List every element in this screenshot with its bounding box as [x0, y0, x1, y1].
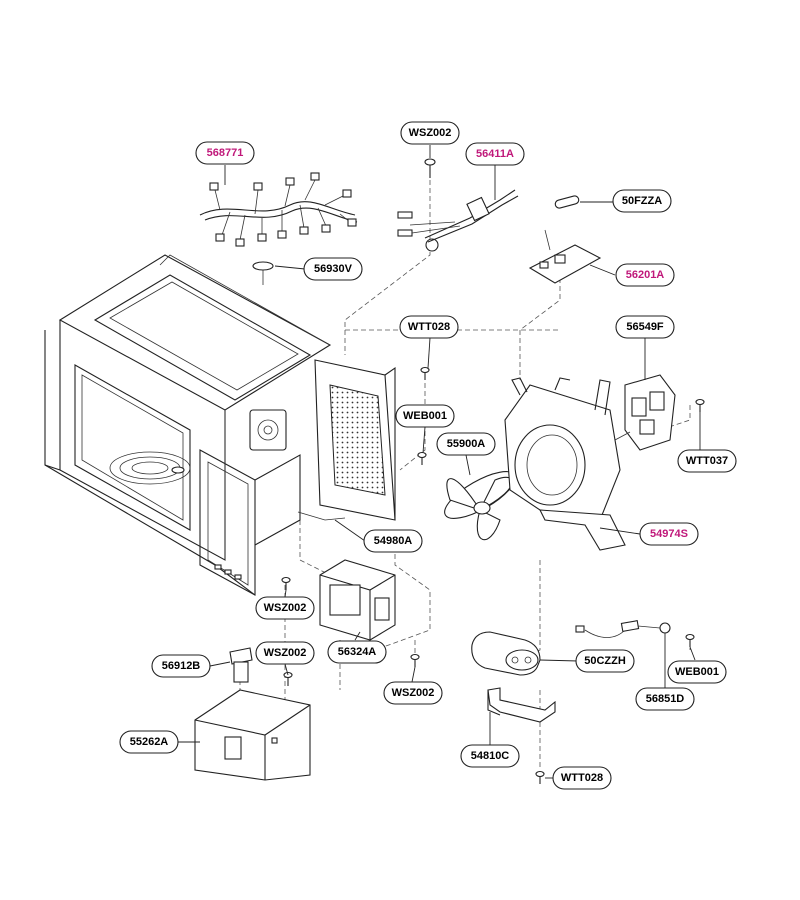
callout-50fzza: 50FZZA: [612, 189, 672, 213]
callout-wtt028-mid: WTT028: [399, 315, 459, 339]
callout-labels: 568771 WSZ002 56411A 50FZZA 56930V 56201…: [119, 121, 737, 790]
svg-text:55262A: 55262A: [130, 736, 169, 748]
callout-56851d: 56851D: [635, 687, 695, 711]
svg-text:56201A: 56201A: [626, 269, 665, 281]
callout-54980a: 54980A: [363, 529, 423, 553]
svg-text:55900A: 55900A: [447, 438, 486, 450]
svg-text:568771: 568771: [207, 147, 244, 159]
fuse: [554, 195, 580, 209]
callout-568771: 568771: [195, 141, 255, 165]
ground-wire: [297, 511, 346, 521]
circuit-board: [528, 229, 602, 284]
callout-56930v: 56930V: [303, 257, 363, 281]
svg-text:54974S: 54974S: [650, 528, 688, 540]
callout-50czzh: 50CZZH: [575, 649, 635, 673]
callout-wsz002-top: WSZ002: [400, 121, 460, 145]
fuse-holder: [229, 647, 253, 683]
svg-text:54980A: 54980A: [374, 535, 413, 547]
callout-56912b: 56912B: [151, 654, 211, 678]
svg-text:56549F: 56549F: [626, 321, 664, 333]
rear-panel: [314, 359, 396, 521]
capacitor: [471, 631, 541, 676]
svg-text:56912B: 56912B: [162, 660, 201, 672]
high-voltage-diode: [575, 620, 671, 638]
callout-wsz002-bottom: WSZ002: [383, 681, 443, 705]
callout-wtt028-bottom: WTT028: [552, 766, 612, 790]
interlock-switch-assembly: [614, 374, 676, 451]
thermostat: [252, 261, 274, 285]
screw-top: [424, 158, 436, 178]
wire-harness: [199, 172, 358, 247]
svg-text:WSZ002: WSZ002: [409, 127, 452, 139]
capacitor-bracket: [487, 687, 556, 723]
svg-text:WTT028: WTT028: [561, 772, 603, 784]
svg-text:56930V: 56930V: [314, 263, 353, 275]
callout-55262a: 55262A: [119, 730, 179, 754]
svg-text:WTT037: WTT037: [686, 455, 728, 467]
svg-text:50FZZA: 50FZZA: [622, 195, 662, 207]
svg-text:WEB001: WEB001: [675, 666, 719, 678]
callout-56549f: 56549F: [615, 315, 675, 339]
svg-text:WEB001: WEB001: [403, 410, 447, 422]
svg-text:56324A: 56324A: [338, 646, 377, 658]
callout-55900a: 55900A: [436, 432, 496, 456]
callout-54974s: 54974S: [639, 522, 699, 546]
svg-text:54810C: 54810C: [471, 750, 510, 762]
callout-web001-mid: WEB001: [395, 404, 455, 428]
callout-wtt037: WTT037: [677, 449, 737, 473]
callout-web001-right: WEB001: [667, 660, 727, 684]
oven-cavity: [44, 254, 332, 596]
callout-54810c: 54810C: [460, 744, 520, 768]
svg-text:56851D: 56851D: [646, 693, 685, 705]
callout-56201a: 56201A: [615, 263, 675, 287]
svg-text:WTT028: WTT028: [408, 321, 450, 333]
thermal-cutout-assembly: [397, 189, 519, 252]
callout-56411a: 56411A: [465, 142, 525, 166]
svg-text:WSZ002: WSZ002: [392, 687, 435, 699]
control-unit: [194, 689, 311, 781]
svg-text:56411A: 56411A: [476, 148, 514, 160]
svg-text:WSZ002: WSZ002: [264, 602, 307, 614]
svg-text:WSZ002: WSZ002: [264, 647, 307, 659]
leader-lines: [178, 145, 701, 779]
fan-duct-bracket: [504, 377, 626, 551]
high-voltage-transformer: [319, 559, 396, 641]
callout-wsz002-left: WSZ002: [255, 596, 315, 620]
callout-wsz002-control: WSZ002: [255, 641, 315, 665]
svg-text:50CZZH: 50CZZH: [584, 655, 626, 667]
small-screws: [281, 366, 705, 784]
callout-56324a: 56324A: [327, 640, 387, 664]
